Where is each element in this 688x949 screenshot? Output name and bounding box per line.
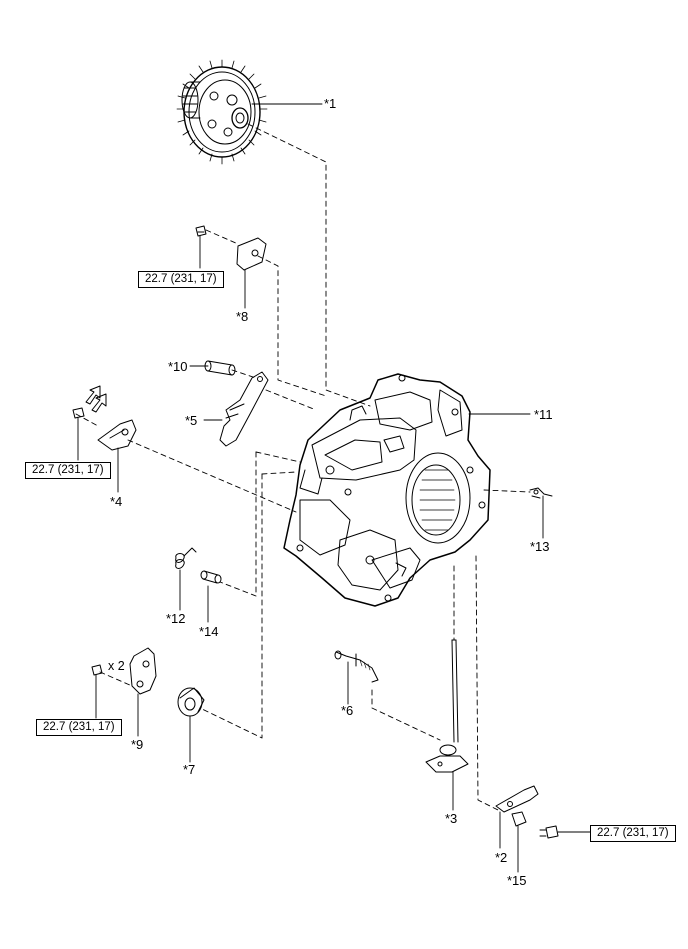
differential-gear-part xyxy=(176,59,268,165)
leader-lines xyxy=(77,103,591,873)
plate-2-part xyxy=(495,785,539,813)
torque-spec-8: 22.7 (231, 17) xyxy=(138,271,224,288)
torque-spec-4: 22.7 (231, 17) xyxy=(25,462,111,479)
part-label-13: *13 xyxy=(530,539,550,554)
bolt-9-part xyxy=(91,664,103,676)
pin-14-part xyxy=(200,570,222,584)
part-label-8: *8 xyxy=(236,309,249,324)
part-label-4: *4 xyxy=(110,494,123,509)
part-label-7: *7 xyxy=(183,762,196,777)
bolt-quantity: x 2 xyxy=(108,659,125,673)
assembly-dashed-lines xyxy=(75,123,531,811)
part-label-9: *9 xyxy=(131,737,144,752)
clip-13-part xyxy=(529,487,553,499)
transaxle-case-part xyxy=(283,373,491,607)
part-label-3: *3 xyxy=(445,811,458,826)
bolt-4-part xyxy=(72,407,85,419)
part-label-6: *6 xyxy=(341,703,354,718)
torque-spec-9: 22.7 (231, 17) xyxy=(36,719,122,736)
part-label-5: *5 xyxy=(185,413,198,428)
pin-10-part xyxy=(204,360,236,376)
shaft-3-part xyxy=(425,639,469,773)
bracket-9-part xyxy=(129,647,157,695)
spring-12-part xyxy=(175,547,197,569)
bolt-8-part xyxy=(195,225,207,237)
part-label-10: *10 xyxy=(168,359,188,374)
sensor-6-part xyxy=(334,650,379,683)
detent-wheel-7-part xyxy=(177,687,205,717)
front-arrow-icon xyxy=(85,385,107,413)
bracket-4-part xyxy=(97,419,137,451)
part-label-11: *11 xyxy=(534,407,553,422)
plate-8-part xyxy=(236,237,267,271)
part-label-1: *1 xyxy=(324,96,337,111)
part-label-2: *2 xyxy=(495,850,508,865)
bolt-15-part xyxy=(539,825,559,839)
part-label-15: *15 xyxy=(507,873,527,888)
torque-spec-15: 22.7 (231, 17) xyxy=(590,825,676,842)
nut-15-part xyxy=(511,811,527,827)
part-label-14: *14 xyxy=(199,624,219,639)
part-label-12: *12 xyxy=(166,611,186,626)
lever-5-part xyxy=(219,371,269,447)
